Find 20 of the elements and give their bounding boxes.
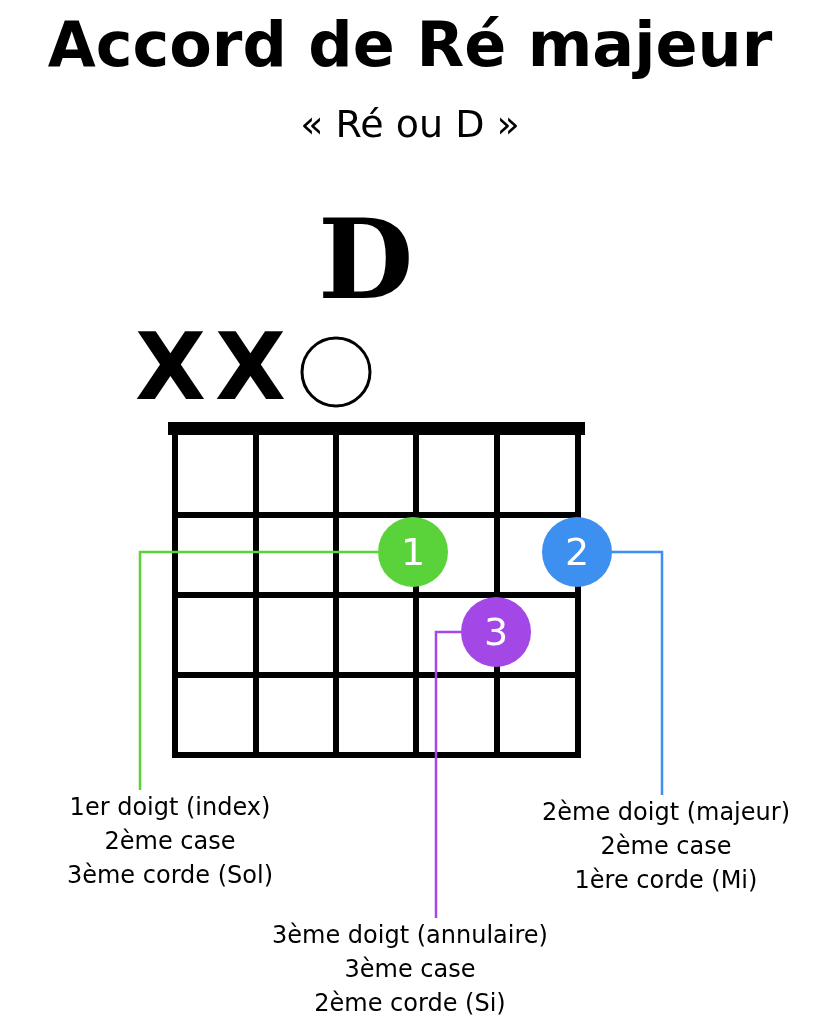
subtitle: « Ré ou D »	[299, 105, 521, 143]
finger-caption: 1ère corde (Mi)	[574, 865, 758, 896]
finger-dot: 3	[461, 597, 531, 667]
finger-caption: 2ème corde (Si)	[314, 988, 506, 1019]
leader-line	[612, 550, 664, 795]
title: Accord de Ré majeur	[46, 8, 774, 81]
finger-dot: 2	[542, 517, 612, 587]
finger-caption: 2ème case	[600, 831, 732, 862]
leader-line	[434, 630, 461, 918]
finger-caption: 3ème case	[344, 954, 476, 985]
muted-string-mark: X	[215, 322, 286, 414]
finger-caption: 3ème doigt (annulaire)	[272, 920, 548, 951]
leader-line	[138, 550, 378, 790]
finger-caption: 2ème doigt (majeur)	[542, 797, 790, 828]
finger-caption: 3ème corde (Sol)	[66, 860, 274, 891]
finger-caption: 2ème case	[104, 826, 236, 857]
finger-dot: 1	[378, 517, 448, 587]
finger-caption: 1er doigt (index)	[69, 792, 271, 823]
muted-string-mark: X	[135, 322, 206, 414]
chord-name: D	[318, 205, 414, 315]
